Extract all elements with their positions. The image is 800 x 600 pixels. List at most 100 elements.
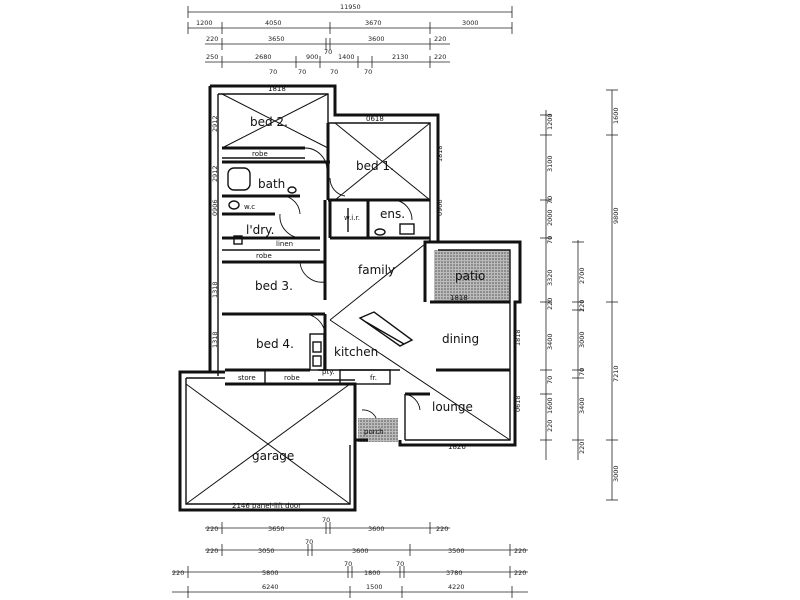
inner-dim-bed1-top: 0618: [366, 115, 384, 123]
room-label-patio: patio: [455, 269, 485, 283]
dim-top-row3-a: 220: [206, 35, 218, 43]
dim-top-row2-a: 1200: [196, 19, 213, 27]
label-robe-bed2: robe: [252, 150, 268, 158]
right-dim-mid-f: 220: [578, 442, 586, 454]
right-dimensions: 1200 3100 70 2000 70 3320 220 3400 70 16…: [540, 89, 620, 501]
dim-top-row4-small-d: 70: [364, 68, 372, 76]
right-dim-inner-d: 2000: [546, 209, 554, 226]
cooktop-icon: [312, 355, 322, 367]
label-garage-door: 2146 panel-lift door: [232, 502, 301, 510]
dim-bottom-row3-d: 3780: [446, 569, 463, 577]
dim-top-row4-a: 250: [206, 53, 218, 61]
dim-bottom-row3-e: 220: [514, 569, 526, 577]
dim-top-row4-small-a: 70: [269, 68, 277, 76]
dim-top-row4-f: 220: [434, 53, 446, 61]
dim-bottom-row1-d: 220: [436, 525, 448, 533]
label-linen: linen: [276, 240, 293, 248]
room-labels: bed 2. bed 1. bath l'dry. ens. family pa…: [246, 115, 485, 463]
dim-top-row2-c: 3670: [365, 19, 382, 27]
right-dim-mid-d: 70: [578, 368, 586, 376]
label-wc: w.c: [244, 203, 255, 211]
room-label-kitchen: kitchen: [334, 345, 378, 359]
right-inner-dim-d: 0618: [514, 395, 522, 412]
room-label-ldry: l'dry.: [246, 223, 274, 237]
right-dim-outer-a: 1600: [612, 107, 620, 124]
toilet-icon: [228, 200, 240, 210]
dim-top-row4-e: 2130: [392, 53, 409, 61]
inner-dim-bed2-top: 1818: [268, 85, 286, 93]
room-label-lounge: lounge: [432, 400, 473, 414]
dim-bottom-row3-small-b: 70: [396, 560, 404, 568]
dim-bottom-row3-a: 220: [172, 569, 184, 577]
dim-top-row3-b: 3650: [268, 35, 285, 43]
right-dim-inner-j: 1600: [546, 397, 554, 414]
right-dim-inner-a: 1200: [546, 113, 554, 130]
dim-top-row2-d: 3000: [462, 19, 479, 27]
dim-bottom-row4-c: 4220: [448, 583, 465, 591]
porch-area: [358, 418, 398, 442]
dim-top-overall: 11950: [340, 3, 361, 11]
right-inner-dim-c: 1818: [514, 329, 522, 346]
right-dim-inner-e: 70: [546, 236, 554, 244]
room-diagonals: [185, 93, 511, 505]
label-robe-bed4: robe: [284, 374, 300, 382]
dim-bottom-row1-b: 3650: [268, 525, 285, 533]
label-fridge: fr.: [370, 374, 377, 382]
dim-top-row3-d: 220: [434, 35, 446, 43]
dim-bottom-row2-e: 220: [514, 547, 526, 555]
dim-top-row4-b: 2680: [255, 53, 272, 61]
dim-bottom-row1-c: 3600: [368, 525, 385, 533]
dim-bottom-row3-small-a: 70: [344, 560, 352, 568]
dim-bottom-row3-c: 1800: [364, 569, 381, 577]
dim-bottom-row1-a: 220: [206, 525, 218, 533]
dim-bottom-row2-mid: 70: [305, 538, 313, 546]
dim-bottom-row2-b: 3050: [258, 547, 275, 555]
right-dim-outer-c: 7210: [612, 365, 620, 382]
label-pantry: pty.: [322, 368, 335, 376]
right-dim-mid-b: 220: [578, 300, 586, 312]
room-label-family: family: [358, 263, 395, 277]
dim-top-row2-b: 4050: [265, 19, 282, 27]
left-dim-d: 1318: [211, 281, 219, 298]
right-dim-inner-g: 220: [546, 298, 554, 310]
dim-top-row4-d: 1400: [338, 53, 355, 61]
dim-top-row4-small-c: 70: [330, 68, 338, 76]
room-label-bed2: bed 2.: [250, 115, 288, 129]
left-dimension-labels: 2912 2912 0906 1318 1318 1818 0906 1818 …: [211, 115, 522, 412]
label-porch: porch: [364, 428, 384, 436]
label-wir: w.i.r.: [344, 214, 360, 222]
patio-area: [434, 250, 510, 302]
label-robe-bed3: robe: [256, 252, 272, 260]
dim-bottom-row3-b: 5800: [262, 569, 279, 577]
dim-bottom-row2-a: 220: [206, 547, 218, 555]
right-dim-inner-h: 3400: [546, 333, 554, 350]
right-dim-inner-b: 3100: [546, 155, 554, 172]
interior-walls: [222, 123, 510, 440]
inner-dimension-labels: 1818 0618 1818 1826: [268, 85, 468, 451]
left-dim-a: 2912: [211, 115, 219, 132]
fixtures: [227, 167, 415, 367]
room-label-bath: bath: [258, 177, 285, 191]
dim-bottom-row4-a: 6240: [262, 583, 279, 591]
right-dim-mid-a: 2700: [578, 267, 586, 284]
right-inner-dim-a: 1818: [436, 145, 444, 162]
doors: [274, 147, 421, 419]
left-dim-e: 1318: [211, 331, 219, 348]
right-dim-mid-e: 3400: [578, 397, 586, 414]
left-dim-b: 2912: [211, 165, 219, 182]
dim-bottom-row1-mid: 70: [322, 516, 330, 524]
top-dimensions: 11950 1200 4050 3670 3000 220 3650 3600 …: [187, 3, 513, 76]
basin-icon: [287, 186, 297, 194]
right-dim-outer-b: 9800: [612, 207, 620, 224]
room-label-garage: garage: [252, 449, 294, 463]
right-inner-dim-b: 0906: [436, 199, 444, 216]
bottom-dimensions: 220 3650 3600 220 70 220 3050 3600 3500 …: [172, 516, 528, 598]
inner-dim-patio-bottom: 1818: [450, 294, 468, 302]
dim-bottom-row4-b: 1500: [366, 583, 383, 591]
right-dim-inner-c: 70: [546, 196, 554, 204]
dim-top-row3-c: 3600: [368, 35, 385, 43]
dim-top-row4-small-b: 70: [298, 68, 306, 76]
right-dim-outer-d: 3000: [612, 465, 620, 482]
dim-top-row4-c: 900: [306, 53, 318, 61]
